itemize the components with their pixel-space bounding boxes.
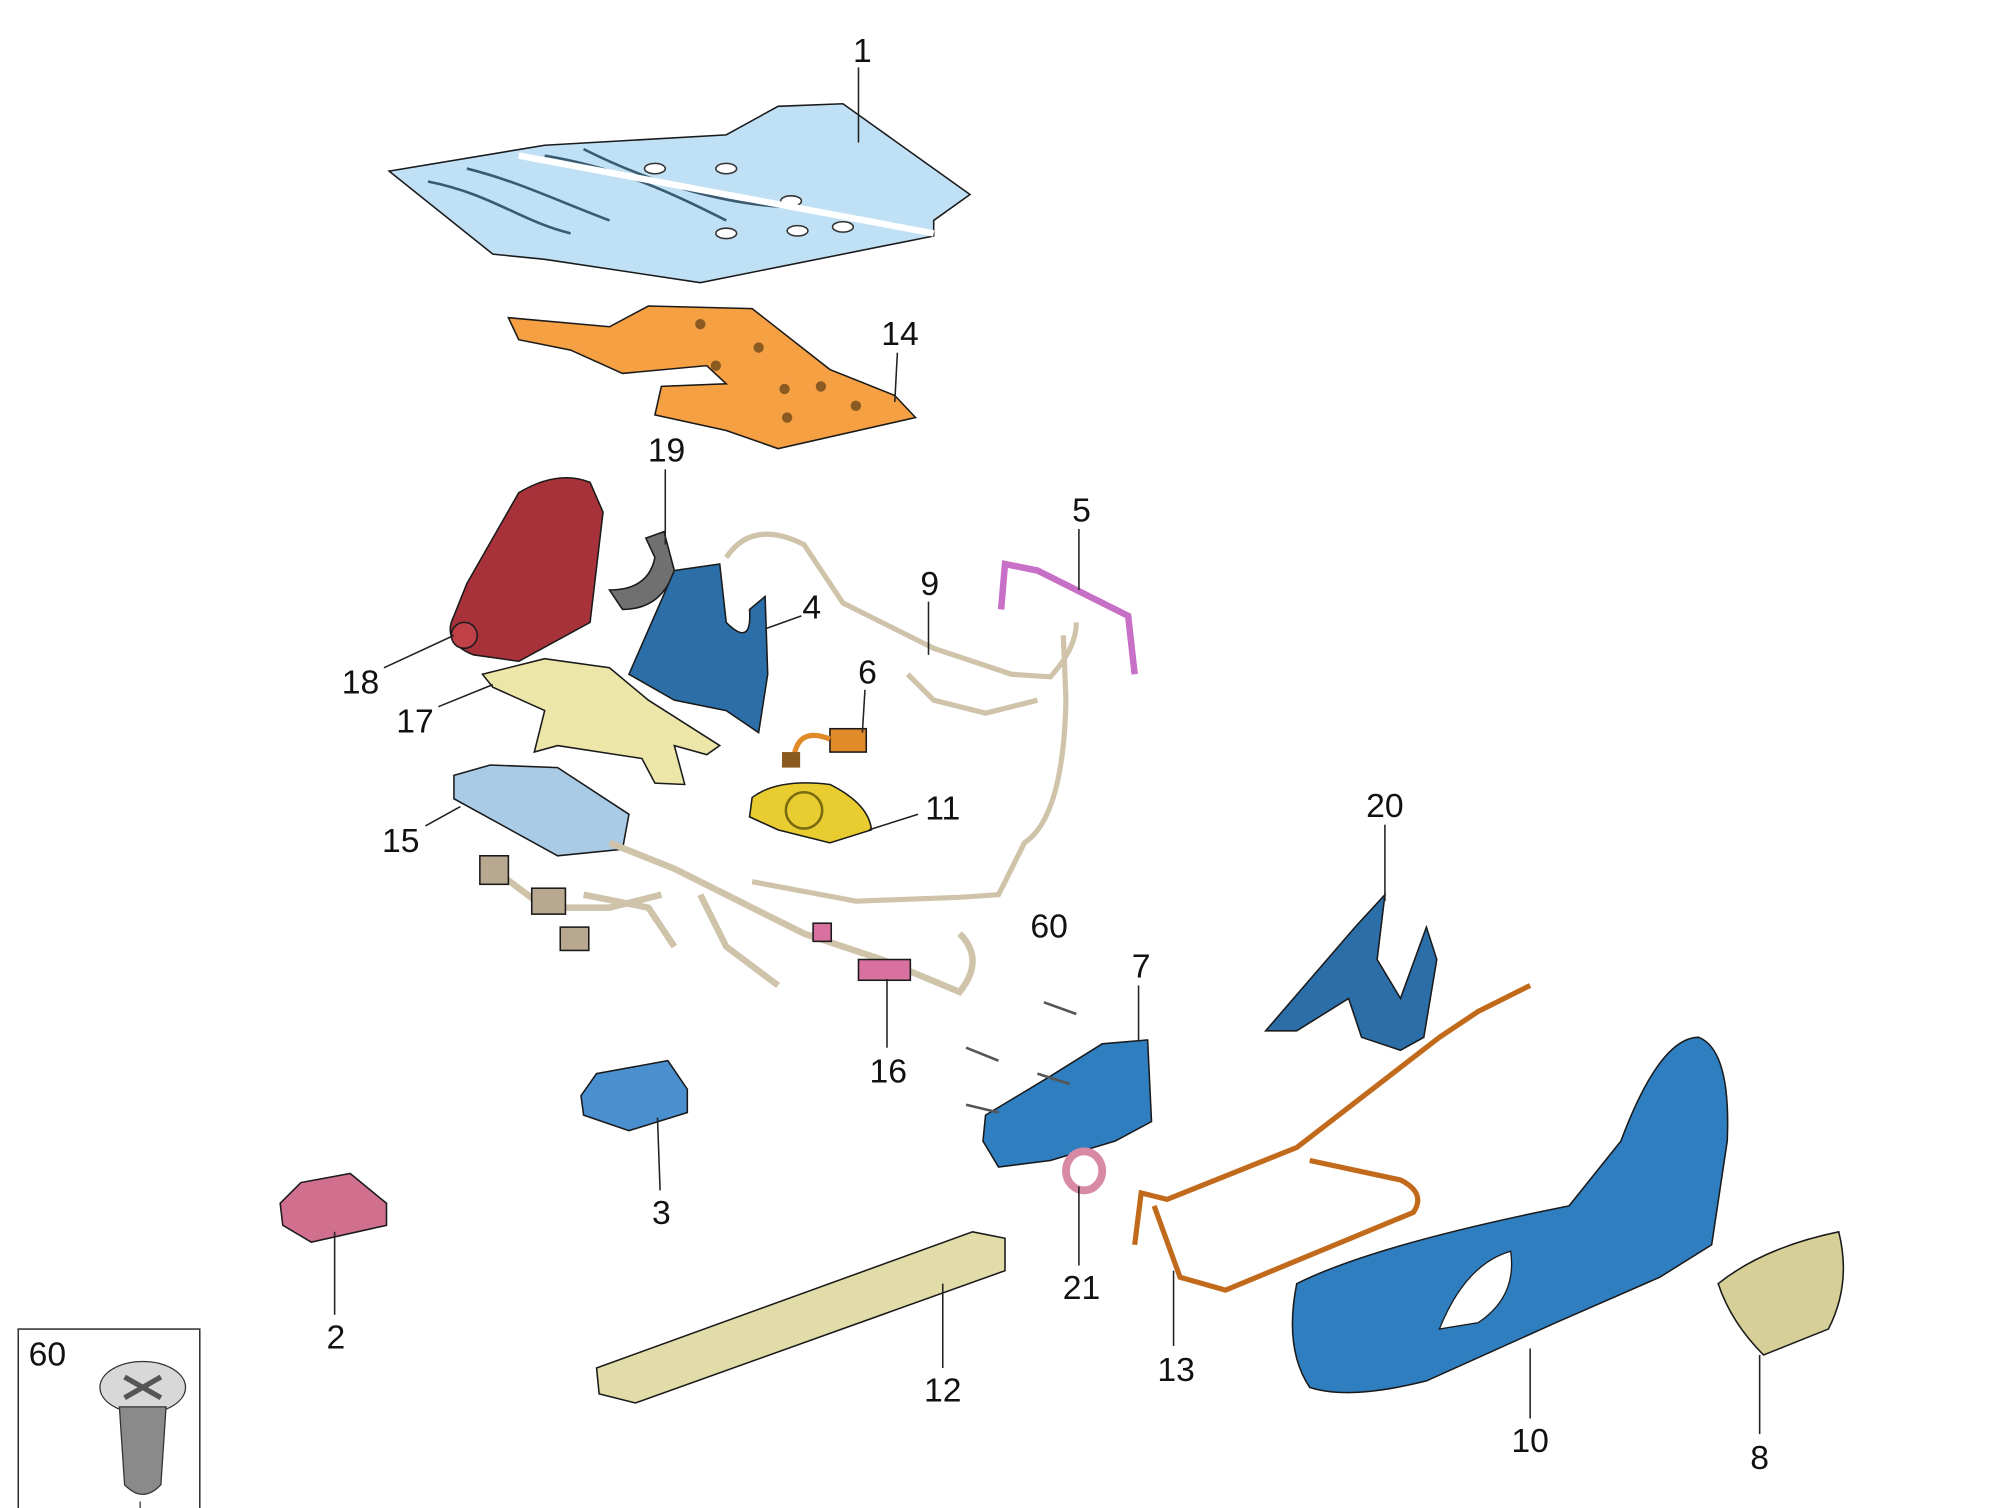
label-18[interactable]: 18 — [342, 664, 380, 702]
part-16-wiring-harness[interactable] — [479, 839, 976, 996]
part-7-switch-module[interactable] — [982, 1039, 1153, 1168]
label-12[interactable]: 12 — [924, 1372, 962, 1410]
part-3-clip[interactable] — [580, 1059, 689, 1132]
screw-detail-inset: 60 — [17, 1328, 201, 1508]
label-7[interactable]: 7 — [1132, 948, 1151, 986]
label-9[interactable]: 9 — [920, 565, 939, 603]
label-11[interactable]: 11 — [925, 789, 960, 827]
leader-lines — [333, 67, 1761, 1435]
part-18-side-trim[interactable] — [449, 476, 604, 663]
label-17[interactable]: 17 — [396, 703, 433, 741]
part-21-ring[interactable] — [1062, 1147, 1107, 1195]
part-20-switch-bracket[interactable] — [1263, 892, 1438, 1052]
label-1[interactable]: 1 — [853, 32, 872, 70]
part-1-heating-mat[interactable] — [387, 102, 972, 284]
part-17-mounting-plate[interactable] — [481, 657, 722, 786]
label-20[interactable]: 20 — [1366, 787, 1404, 825]
part-4-cover[interactable] — [627, 563, 769, 734]
label-10[interactable]: 10 — [1511, 1422, 1549, 1460]
label-5[interactable]: 5 — [1072, 491, 1091, 529]
part-8-end-cap[interactable] — [1717, 1230, 1845, 1356]
label-14[interactable]: 14 — [881, 315, 919, 353]
part-5-wire-bracket[interactable] — [997, 560, 1138, 675]
part-10-side-panel[interactable] — [1291, 1036, 1729, 1394]
label-8[interactable]: 8 — [1750, 1439, 1769, 1477]
part-2-clip[interactable] — [279, 1172, 388, 1244]
part-15-control-unit[interactable] — [453, 764, 630, 857]
label-15[interactable]: 15 — [382, 822, 420, 860]
label-19[interactable]: 19 — [648, 432, 686, 470]
label-2[interactable]: 2 — [327, 1319, 346, 1357]
label-21[interactable]: 21 — [1063, 1269, 1101, 1307]
part-13-cable[interactable] — [1132, 983, 1532, 1293]
part-11-fan-unit[interactable] — [748, 782, 873, 844]
part-6-connector[interactable] — [781, 727, 868, 768]
screw-icon — [99, 1360, 187, 1508]
label-4[interactable]: 4 — [802, 589, 821, 627]
label-13[interactable]: 13 — [1157, 1351, 1195, 1389]
label-60[interactable]: 60 — [1030, 907, 1068, 945]
part-labels: 1 14 19 5 9 4 6 18 17 11 15 20 60 7 16 3… — [327, 32, 1769, 1477]
label-3[interactable]: 3 — [652, 1194, 671, 1232]
part-9-wiring-harness[interactable] — [724, 531, 1079, 904]
label-16[interactable]: 16 — [870, 1053, 908, 1091]
part-12-rail[interactable] — [595, 1231, 1006, 1404]
part-60-screws[interactable] — [965, 1001, 1077, 1114]
label-6[interactable]: 6 — [858, 653, 877, 691]
part-14-plate[interactable] — [507, 305, 918, 450]
inset-label-60: 60 — [29, 1335, 67, 1373]
